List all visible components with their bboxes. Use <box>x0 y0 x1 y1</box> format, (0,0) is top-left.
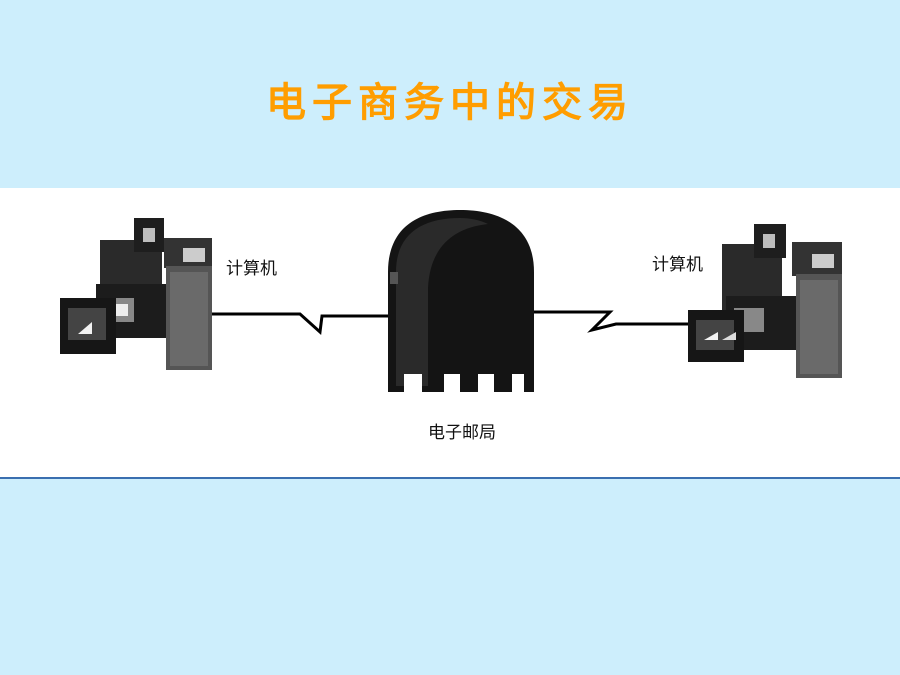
left-link-line <box>212 312 392 336</box>
network-diagram <box>60 210 842 394</box>
post-office-icon <box>388 210 534 394</box>
diagram-panel: 计算机 计算机 电子邮局 <box>0 188 900 478</box>
right-computer-label: 计算机 <box>652 255 703 275</box>
left-computer-icon <box>60 218 212 370</box>
panel-bottom-rule <box>0 477 900 479</box>
left-computer-label: 计算机 <box>226 259 277 279</box>
post-office-label: 电子邮局 <box>428 423 496 443</box>
slide-title: 电子商务中的交易 <box>266 80 634 126</box>
right-link-line <box>534 310 690 333</box>
right-computer-icon <box>688 224 842 378</box>
